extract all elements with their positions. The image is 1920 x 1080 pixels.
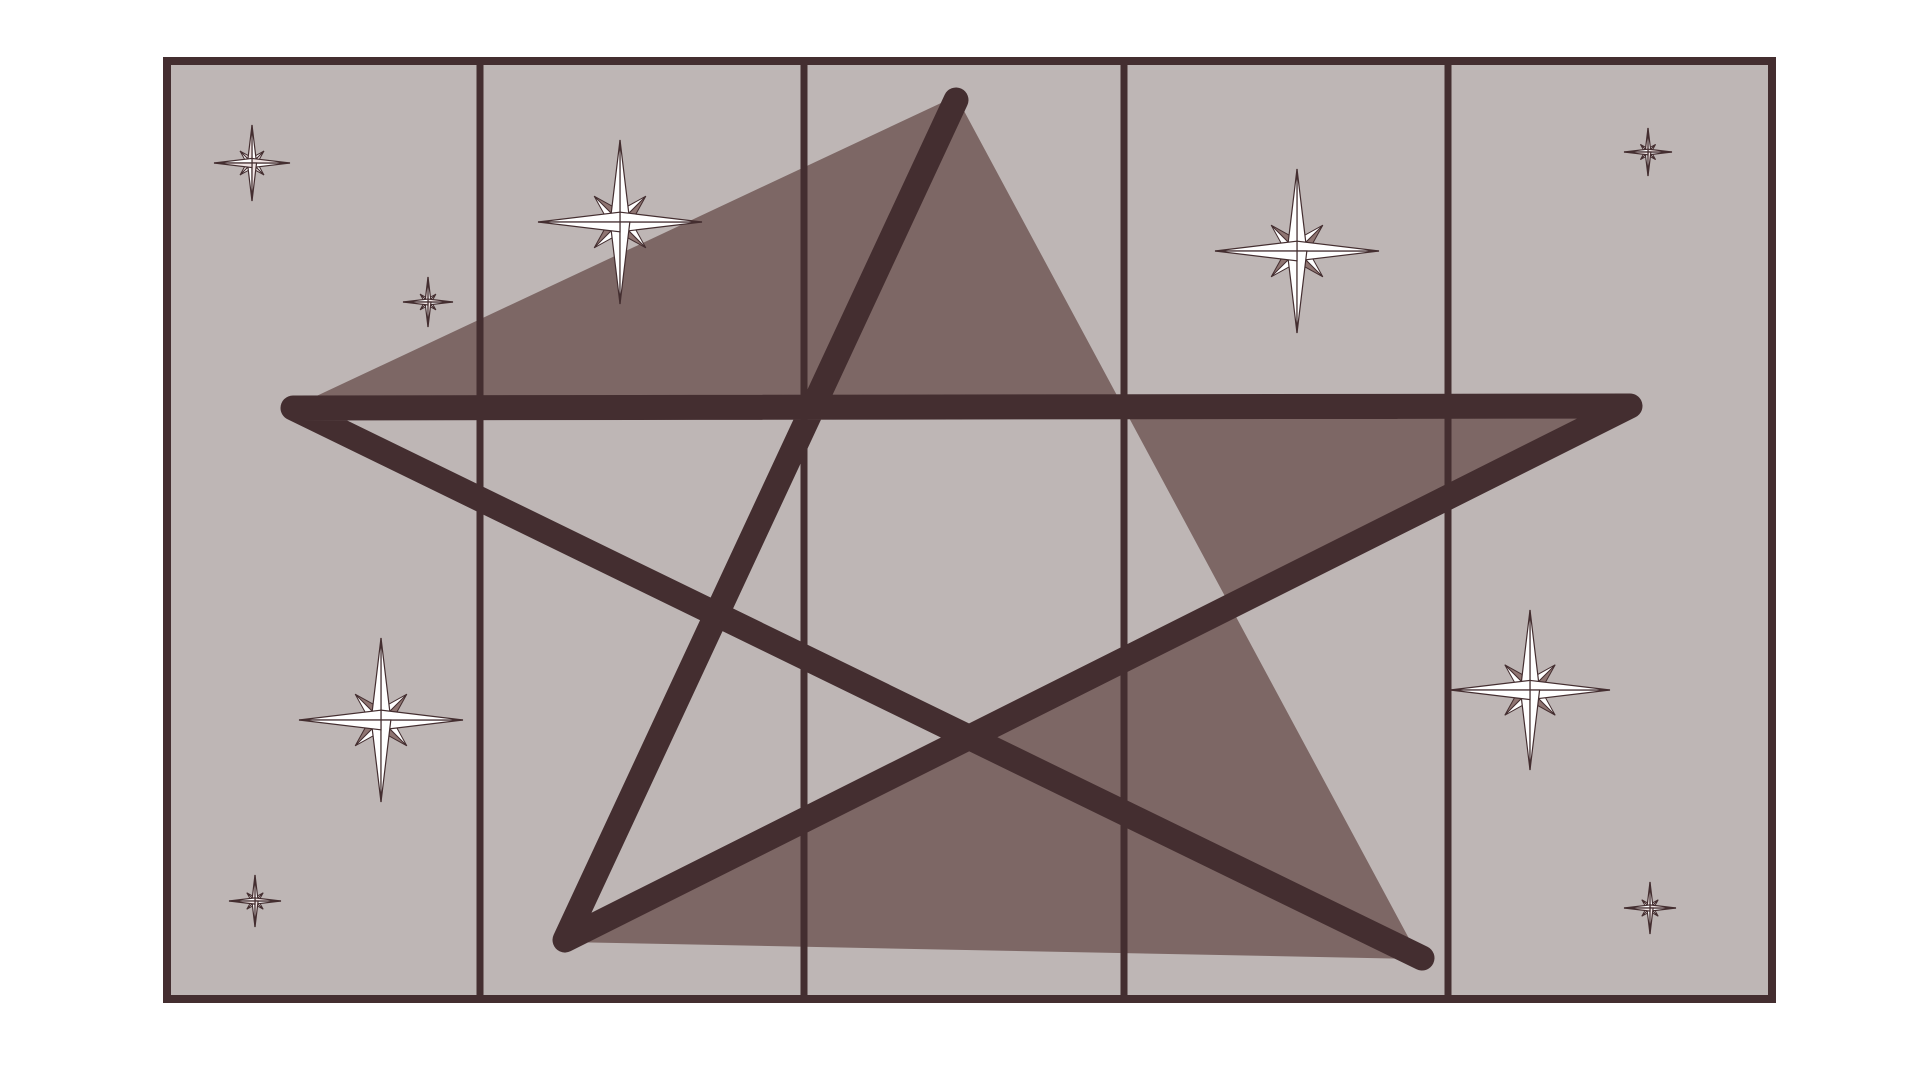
sparkle-icon-3	[537, 139, 703, 305]
panel-frame	[163, 57, 1776, 1003]
sparkle-icon-5	[1214, 168, 1380, 334]
star-fill	[293, 96, 1630, 959]
sparkle-icon-7	[228, 874, 282, 928]
sparkle-icon-2	[402, 276, 454, 328]
sparkle-icon-8	[1449, 609, 1611, 771]
panel-dividers	[476, 61, 1452, 999]
sparkles	[213, 124, 1677, 935]
sparkle-icon-4	[1623, 127, 1673, 177]
pentagram-icon	[280, 87, 1643, 971]
sparkle-icon-1	[213, 124, 291, 202]
sparkle-icon-9	[1623, 881, 1677, 935]
sparkle-icon-6	[298, 637, 464, 803]
